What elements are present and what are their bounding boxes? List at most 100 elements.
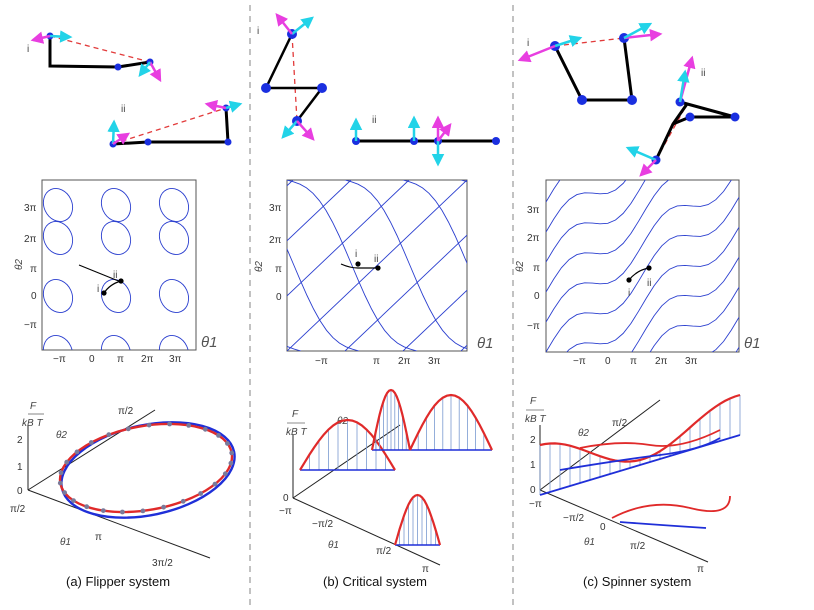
- panel-c-xtick: π: [630, 356, 637, 367]
- energy-point: [228, 460, 234, 466]
- energy-point: [140, 508, 146, 514]
- panel-a-xtick3d: 3π/2: [152, 558, 173, 569]
- panel-c-ylabel: θ2: [515, 261, 526, 272]
- panel-b-ylabel: θ2: [254, 261, 265, 272]
- panel-c-config-ii-label: ii: [701, 68, 705, 79]
- panel-a-ytick: 2π: [24, 234, 37, 245]
- contour-loop: [100, 221, 132, 255]
- panel-c-theta2: θ2: [578, 428, 589, 439]
- contour-loop: [100, 279, 132, 313]
- panel-c-xlabel: θ1: [744, 335, 760, 352]
- panel-c-ztick: 0: [530, 485, 536, 496]
- panel-c-point-i: i: [628, 288, 630, 299]
- panel-a-xlabel: θ1: [201, 334, 217, 351]
- panel-c-xtick3d: −π/2: [563, 513, 585, 524]
- panel-a-ytick: 3π: [24, 203, 37, 214]
- panel-b: i ii i ii 3π 2π π 0: [254, 13, 500, 589]
- panel-a-xtick3d: π/2: [10, 504, 26, 515]
- energy-point: [202, 426, 208, 432]
- contour-curve: [402, 180, 467, 265]
- contour-loop: [158, 188, 190, 222]
- energy-point: [71, 498, 76, 503]
- panel-a-theta1: θ1: [60, 537, 71, 548]
- panel-a-config-i-label: i: [27, 44, 29, 55]
- panel-a-ztick: 0: [17, 486, 23, 497]
- contour-loop: [42, 221, 74, 255]
- panel-c-ztick: 2: [530, 435, 536, 446]
- panel-b-config-i-label: i: [257, 26, 259, 37]
- energy-point: [229, 450, 235, 456]
- panel-b-xlabel: θ1: [477, 335, 493, 352]
- energy-curve: [393, 493, 442, 546]
- panel-c-xtick3d: −π: [529, 499, 542, 510]
- panel-a-contour-plot: i ii 3π 2π π 0 −π −π 0 π 2π 3π θ2 θ1: [14, 179, 217, 365]
- energy-curve: [611, 495, 731, 519]
- energy-point: [180, 498, 186, 504]
- panel-a-ztick: 1: [17, 462, 23, 473]
- panel-b-kBT: kB T: [286, 427, 307, 438]
- panel-a-point-i: i: [97, 284, 99, 295]
- energy-point: [120, 509, 125, 515]
- panel-b-energy-plot: F kB T 0 θ2 θ1 −π −π/2 π/2 π: [279, 388, 493, 575]
- contour-loop: [42, 188, 74, 222]
- panel-a-ztick: 2: [17, 435, 23, 446]
- contour-curve: [546, 180, 561, 203]
- contour-loop: [100, 335, 132, 350]
- panel-a: i ii i ii 3π 2π π: [10, 30, 243, 589]
- panel-c-theta1: θ1: [584, 537, 595, 548]
- energy-point: [106, 432, 112, 438]
- panel-c-ztick: 1: [530, 460, 536, 471]
- panel-c-ytick: 2π: [527, 233, 540, 244]
- contour-curve: [566, 226, 739, 352]
- energy-point: [146, 422, 152, 428]
- panel-a-config-i: i: [27, 30, 162, 83]
- panel-c-caption: (c) Spinner system: [583, 574, 691, 589]
- panel-c-point-ii: ii: [647, 278, 651, 289]
- panel-c-xtick: 2π: [655, 356, 668, 367]
- panel-b-xtick: 2π: [398, 356, 411, 367]
- panel-a-config-ii: ii: [107, 99, 243, 148]
- contour-loop: [100, 188, 132, 222]
- energy-point: [58, 470, 64, 476]
- panel-a-theta2: θ2: [56, 430, 67, 441]
- panel-c-contour-plot: i ii 3π 2π π 0 −π −π 0 π 2π 3π θ2 θ1: [515, 179, 760, 367]
- panel-b-theta1: θ1: [328, 540, 339, 551]
- panel-b-ytick: π: [275, 264, 282, 275]
- panel-c-xtick: −π: [573, 356, 586, 367]
- energy-curve: [559, 437, 721, 471]
- panel-a-F: F: [30, 401, 37, 412]
- panel-c-ytick: −π: [527, 321, 540, 332]
- panel-c-F: F: [530, 396, 537, 407]
- panel-c-xtick: 0: [605, 356, 611, 367]
- panel-c-energy-plot: F kB T 2 1 0 θ2 π/2 θ1 −π −π/2 0 π/2 π: [525, 393, 741, 575]
- energy-point: [186, 423, 192, 428]
- panel-a-kBT: kB T: [22, 418, 43, 429]
- panel-c-ytick: 3π: [527, 205, 540, 216]
- panel-a-energy-plot: F kB T 2 1 0 θ2 π/2 θ1 π/2 π 3π/2: [10, 401, 236, 569]
- panel-a-xtick: 3π: [169, 354, 182, 365]
- energy-point: [88, 440, 94, 445]
- panel-c-kBT: kB T: [525, 414, 546, 425]
- contour-line: [402, 289, 467, 351]
- panel-b-F: F: [292, 409, 299, 420]
- contour-curve: [546, 180, 670, 293]
- contour-curve: [546, 180, 732, 323]
- panel-c: i ii i ii 3π 2π π 0: [515, 22, 760, 589]
- contour-curve: [546, 196, 739, 352]
- panel-b-point-ii: ii: [374, 254, 378, 265]
- panel-c-config-ii: ii: [625, 55, 740, 177]
- energy-point: [84, 504, 90, 510]
- contour-curve: [631, 256, 739, 352]
- panel-a-xtick: 2π: [141, 354, 154, 365]
- contour-line: [344, 234, 467, 351]
- energy-point: [64, 459, 70, 465]
- panel-c-config-i-label: i: [527, 38, 529, 49]
- contour-curve: [546, 180, 627, 233]
- panel-b-xtick3d: π/2: [376, 546, 392, 557]
- panel-b-ytick: 2π: [269, 235, 282, 246]
- panel-c-theta2-tick: π/2: [612, 418, 628, 429]
- panel-b-xtick3d: −π/2: [312, 519, 334, 530]
- panel-c-config-i: i: [517, 22, 663, 105]
- energy-point: [212, 481, 218, 487]
- contour-line: [287, 180, 467, 351]
